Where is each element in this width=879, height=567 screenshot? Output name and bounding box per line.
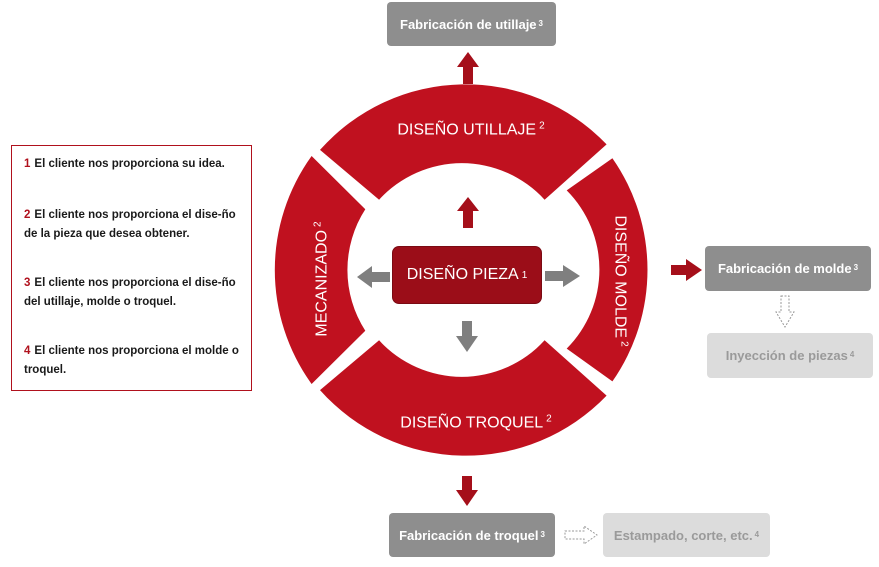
fabricacion-molde-sup: 3 <box>853 263 859 272</box>
segment-left <box>274 156 366 384</box>
estampado-box: Estampado, corte, etc. 4 <box>603 513 770 557</box>
segment-right-label: DISEÑO MOLDE 2 <box>610 215 629 346</box>
center-label: DISEÑO PIEZA <box>406 266 519 283</box>
legend-item-3-num: 3 <box>24 277 31 289</box>
segment-bottom-sup: 2 <box>546 413 552 425</box>
estampado-label: Estampado, corte, etc. <box>613 527 753 543</box>
arrow-up-outer <box>457 52 479 84</box>
segment-left-label: MECANIZADO 2 <box>312 221 331 336</box>
inyeccion-piezas-box: Inyección de piezas 4 <box>707 333 873 378</box>
arrow-up-inner <box>457 197 479 228</box>
legend-item-4-text: El cliente nos proporciona el molde o tr… <box>24 345 239 376</box>
legend-item-1-text: El cliente nos proporciona su idea. <box>34 158 225 170</box>
legend-item-2-num: 2 <box>24 209 31 221</box>
segment-top-sup: 2 <box>539 120 545 132</box>
segment-left-sup: 2 <box>312 221 324 227</box>
fabricacion-utillaje-box: Fabricación de utillaje 3 <box>387 2 556 46</box>
fabricacion-utillaje-label: Fabricación de utillaje <box>400 16 537 32</box>
segment-bottom-text: DISEÑO TROQUEL <box>400 414 544 432</box>
legend-item-2-text: El cliente nos proporciona el dise-ño de… <box>24 209 236 240</box>
fabricacion-troquel-sup: 3 <box>540 529 545 539</box>
segment-right-sup: 2 <box>618 341 630 347</box>
segment-left-text: MECANIZADO <box>313 229 331 337</box>
fabricacion-molde-label: Fabricación de molde <box>717 261 852 276</box>
fabricacion-troquel-label: Fabricación de troquel <box>399 527 539 543</box>
center-sup: 1 <box>521 269 528 281</box>
legend-item-1-num: 1 <box>24 158 31 170</box>
legend-item-4-num: 4 <box>24 345 31 357</box>
inyeccion-piezas-sup: 4 <box>849 350 855 359</box>
segment-top <box>320 84 607 200</box>
arrow-right-inner <box>545 265 580 287</box>
arrow-down-hollow <box>775 295 795 328</box>
arrow-down-outer <box>456 476 478 506</box>
segment-top-text: DISEÑO UTILLAJE <box>397 121 537 139</box>
arrow-right-hollow <box>564 525 598 545</box>
fabricacion-molde-box: Fabricación de molde 3 <box>705 246 871 291</box>
legend-item-3-text: El cliente nos proporciona el dise-ño de… <box>24 277 236 308</box>
fabricacion-troquel-box: Fabricación de troquel 3 <box>389 513 555 557</box>
segment-bottom <box>320 340 607 456</box>
estampado-sup: 4 <box>754 529 760 539</box>
arrow-left-inner <box>357 266 390 288</box>
segment-right <box>566 158 648 382</box>
ring <box>274 84 648 456</box>
inyeccion-piezas-label: Inyección de piezas <box>725 348 848 363</box>
segment-right-text: DISEÑO MOLDE <box>611 215 629 339</box>
fabricacion-utillaje-sup: 3 <box>538 18 543 28</box>
arrow-down-inner <box>456 321 478 352</box>
arrow-right-outer <box>671 259 702 281</box>
